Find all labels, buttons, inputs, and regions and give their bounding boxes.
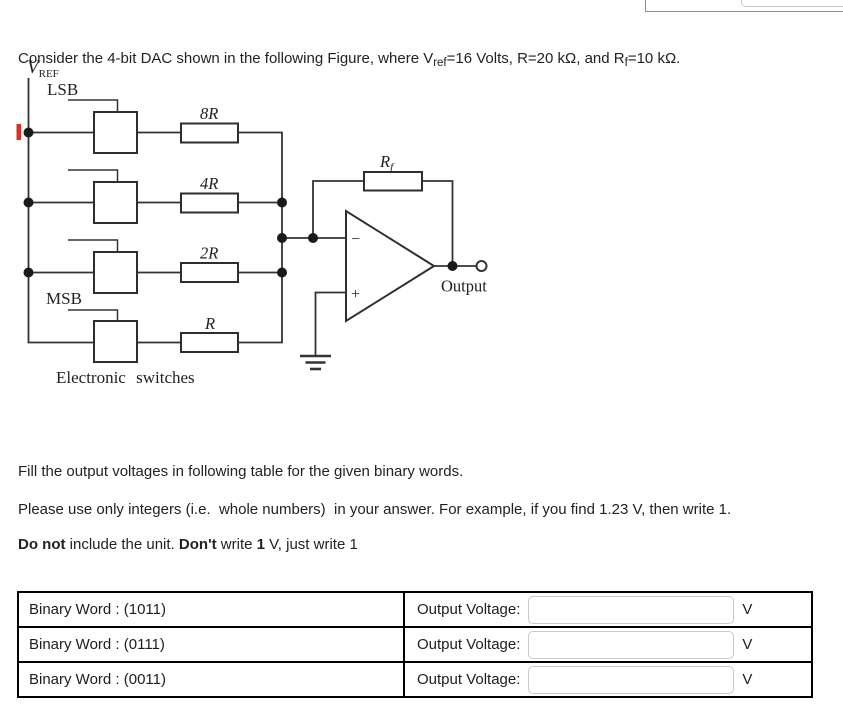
previous-question-input-remnant[interactable] bbox=[741, 0, 843, 7]
instruction-text: include the unit. bbox=[65, 536, 179, 553]
rf-label: Rf bbox=[379, 152, 395, 174]
wire-feedback-left bbox=[312, 180, 364, 238]
resistor-8r bbox=[180, 122, 239, 144]
binary-word-label: Binary Word : (0111) bbox=[29, 636, 165, 653]
wires-resistor-to-bus bbox=[238, 201, 282, 274]
inverting-input-sign: − bbox=[351, 231, 360, 248]
output-label: Output bbox=[441, 277, 487, 296]
title-text: Consider the 4-bit DAC shown in the foll… bbox=[18, 50, 434, 67]
resistor-4r-label: 4R bbox=[200, 174, 218, 193]
switch-control-line-3 bbox=[68, 239, 119, 252]
output-terminal-circle bbox=[475, 260, 488, 272]
wire-noninverting-ground bbox=[314, 291, 346, 356]
bold-dont: Don't bbox=[178, 536, 217, 553]
table-row: Binary Word : (0011) Output Voltage: V bbox=[19, 663, 811, 696]
table-row: Binary Word : (0111) Output Voltage: V bbox=[19, 628, 811, 663]
binary-word-cell: Binary Word : (0111) bbox=[19, 628, 405, 661]
lsb-label: LSB bbox=[47, 80, 78, 99]
resistor-rf bbox=[363, 171, 423, 192]
opamp-triangle bbox=[345, 209, 436, 323]
bold-do-not: Do not bbox=[18, 536, 66, 553]
volt-unit-label: V bbox=[742, 671, 753, 688]
instruction-line-3: Do not include the unit. Don't write 1 V… bbox=[18, 535, 358, 555]
resistor-r bbox=[180, 332, 239, 353]
switch-control-line-2 bbox=[68, 169, 119, 182]
summing-bus bbox=[238, 131, 283, 344]
output-voltage-input-0011[interactable] bbox=[528, 665, 735, 694]
switch-control-line-lsb bbox=[68, 99, 119, 112]
switch-box-3 bbox=[93, 251, 138, 294]
output-voltage-input-1011[interactable] bbox=[528, 595, 735, 624]
answer-table: Binary Word : (1011) Output Voltage: V B… bbox=[17, 591, 813, 698]
electronic-switches-caption: Electronic switches bbox=[56, 368, 195, 387]
output-voltage-label: Output Voltage: bbox=[417, 636, 521, 653]
instruction-text: write bbox=[216, 536, 257, 553]
switch-box-lsb bbox=[93, 111, 138, 154]
bold-one: 1 bbox=[256, 536, 265, 553]
resistor-2r-label: 2R bbox=[200, 244, 218, 263]
volt-unit-label: V bbox=[742, 601, 753, 618]
output-voltage-label: Output Voltage: bbox=[417, 671, 521, 688]
output-voltage-cell: Output Voltage: V bbox=[405, 593, 811, 626]
binary-word-cell: Binary Word : (1011) bbox=[19, 593, 405, 626]
title-text: =16 Volts, R=20 kΩ, and R bbox=[446, 50, 625, 67]
rf-subscript: f bbox=[624, 57, 628, 69]
vref-rail bbox=[27, 78, 94, 344]
resistor-4r bbox=[180, 192, 239, 214]
output-voltage-cell: Output Voltage: V bbox=[405, 628, 811, 661]
wire-feedback-right bbox=[422, 180, 454, 266]
dac-circuit-figure: VREF LSB MSB 8R 4R 2R R Rf − + Output El… bbox=[16, 57, 488, 387]
vref-label: VREF bbox=[27, 57, 59, 80]
table-row: Binary Word : (1011) Output Voltage: V bbox=[19, 593, 811, 628]
junction-dots bbox=[23, 127, 458, 278]
msb-label: MSB bbox=[46, 289, 82, 308]
output-voltage-input-0111[interactable] bbox=[528, 630, 735, 659]
resistor-r-label: R bbox=[204, 314, 215, 333]
title-text: =10 kΩ. bbox=[627, 50, 681, 67]
output-voltage-label: Output Voltage: bbox=[417, 601, 521, 618]
instruction-text: V, just write 1 bbox=[265, 536, 358, 553]
previous-question-border-bottom bbox=[645, 11, 843, 12]
resistor-2r bbox=[180, 262, 239, 283]
vref-subscript: ref bbox=[433, 57, 447, 69]
switch-control-line-msb bbox=[68, 309, 119, 321]
binary-word-label: Binary Word : (1011) bbox=[29, 601, 166, 618]
text-cursor-artifact bbox=[16, 124, 21, 140]
noninverting-input-sign: + bbox=[351, 286, 360, 303]
binary-word-label: Binary Word : (0011) bbox=[29, 671, 166, 688]
previous-question-border-vertical bbox=[645, 0, 646, 11]
wires-switch-to-resistor bbox=[137, 131, 181, 344]
ground-symbol bbox=[300, 354, 331, 371]
resistor-8r-label: 8R bbox=[200, 104, 218, 123]
instruction-line-1: Fill the output voltages in following ta… bbox=[18, 463, 464, 480]
binary-word-cell: Binary Word : (0011) bbox=[19, 663, 405, 696]
switch-box-msb bbox=[93, 320, 138, 363]
question-title: Consider the 4-bit DAC shown in the foll… bbox=[18, 49, 680, 73]
switch-box-2 bbox=[93, 181, 138, 224]
output-voltage-cell: Output Voltage: V bbox=[405, 663, 811, 696]
instruction-line-2: Please use only integers (i.e. whole num… bbox=[18, 501, 732, 518]
volt-unit-label: V bbox=[742, 636, 753, 653]
